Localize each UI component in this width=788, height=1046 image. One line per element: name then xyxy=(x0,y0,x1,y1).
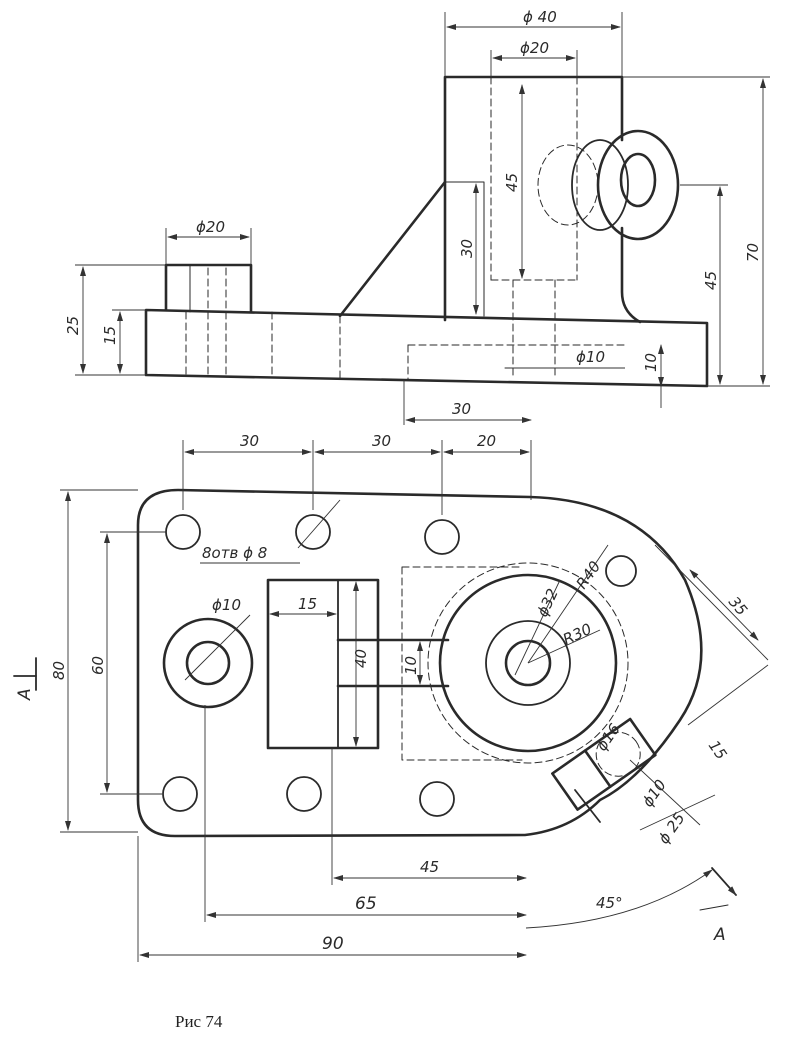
dim-25: 25 xyxy=(64,316,82,335)
dim-plan-r40: R40 xyxy=(573,558,605,593)
dim-45-v: 45 xyxy=(503,173,521,192)
dim-phi10: ϕ10 xyxy=(576,348,605,366)
dim-plan-15b: 15 xyxy=(705,737,731,763)
dim-plan-phi10b: ϕ10 xyxy=(639,776,670,810)
plan-view: 30 30 20 8отв ϕ 8 ϕ10 15 40 10 ϕ32 R40 R… xyxy=(13,432,769,962)
dim-phi20-top: ϕ20 xyxy=(520,39,549,57)
hole-5 xyxy=(286,776,322,812)
hole-6 xyxy=(419,781,455,817)
hole-1 xyxy=(165,514,201,550)
front-view: ϕ 40 ϕ20 45 30 ϕ20 25 15 ϕ10 10 30 45 xyxy=(64,8,770,425)
dim-plan-20: 20 xyxy=(477,432,496,450)
dim-plan-phi25: ϕ 25 xyxy=(655,809,689,847)
dim-plan-60: 60 xyxy=(89,656,107,675)
dim-phi20-left: ϕ20 xyxy=(196,218,225,236)
note-holes: 8отв ϕ 8 xyxy=(202,544,267,562)
dim-plan-angle: 45° xyxy=(596,894,623,912)
dim-70: 70 xyxy=(744,243,762,262)
figure-caption: Рис 74 xyxy=(175,1012,223,1031)
hole-3 xyxy=(424,519,460,555)
dim-plan-35: 35 xyxy=(725,593,751,619)
dim-plan-65: 65 xyxy=(355,894,377,914)
dim-30-v: 30 xyxy=(458,239,476,258)
hole-7 xyxy=(605,555,637,587)
dim-15: 15 xyxy=(101,326,119,345)
dim-plan-80: 80 xyxy=(50,661,68,680)
hole-2 xyxy=(295,514,331,550)
dim-plan-45: 45 xyxy=(420,858,439,876)
dim-plan-30b: 30 xyxy=(372,432,391,450)
dim-45-right: 45 xyxy=(702,271,720,290)
dim-plan-90: 90 xyxy=(322,934,344,954)
view-a-label: A xyxy=(713,925,726,945)
hole-4 xyxy=(162,776,198,812)
dim-phi40: ϕ 40 xyxy=(523,8,557,26)
dim-30-h: 30 xyxy=(452,400,471,418)
dim-plan-phi10: ϕ10 xyxy=(212,596,241,614)
dim-plan-phi32: ϕ32 xyxy=(533,586,562,620)
dim-plan-30a: 30 xyxy=(240,432,259,450)
dim-plan-10: 10 xyxy=(402,656,420,675)
dim-plan-40: 40 xyxy=(352,649,370,668)
left-arrow-label: A xyxy=(15,688,35,701)
dim-plan-r30: R30 xyxy=(560,620,594,649)
dim-plan-15: 15 xyxy=(298,595,317,613)
dim-10: 10 xyxy=(642,353,660,372)
